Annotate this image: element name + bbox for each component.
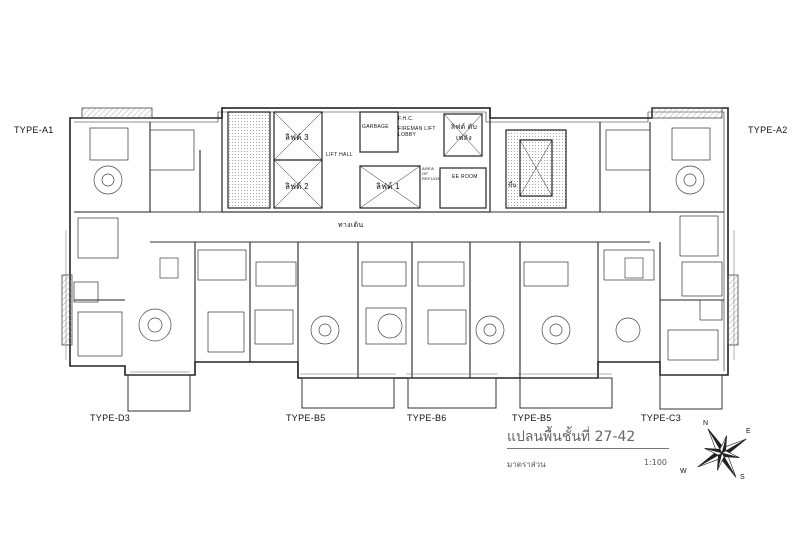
garbage-label: GARBAGE (362, 124, 389, 130)
type-a1-label: TYPE-A1 (14, 125, 54, 135)
title-divider (507, 448, 669, 449)
compass-e-label: E (746, 428, 751, 435)
beds (77, 127, 719, 361)
scale-value: 1:100 (643, 458, 667, 467)
central-core (221, 107, 567, 213)
type-d3-label: TYPE-D3 (90, 413, 131, 423)
type-b6-label: TYPE-B6 (407, 413, 447, 423)
lift-hall-label: LIFT HALL (326, 152, 353, 158)
lift-service-label: ลิฟต์ ดับเพลิง (450, 124, 478, 142)
service-rooms (73, 129, 723, 321)
compass-icon (697, 428, 747, 478)
lift-3-label: ลิฟต์ 3 (285, 133, 309, 142)
title-block: แปลนพื้นชั้นที่ 27-42 (507, 426, 667, 448)
type-b5-right-label: TYPE-B5 (512, 413, 552, 423)
ee-room-label: EE ROOM (452, 174, 478, 180)
type-a2-label: TYPE-A2 (748, 125, 788, 135)
type-b5-left-label: TYPE-B5 (286, 413, 326, 423)
plan-title: แปลนพื้นชั้นที่ (507, 429, 591, 445)
lift-2-label: ลิฟต์ 2 (285, 182, 309, 191)
corridor (150, 211, 650, 243)
area-of-refuge-label: AREA OF REFUGE (422, 166, 441, 181)
type-c3-label: TYPE-C3 (641, 413, 682, 423)
living-furniture (93, 165, 705, 345)
plan-floors: 27-42 (594, 429, 636, 445)
compass-w-label: W (680, 468, 687, 475)
scale-row: มาตราส่วน 1:100 (507, 458, 667, 471)
lift-1-label: ลิฟต์ 1 (376, 182, 400, 191)
lower-balconies (127, 374, 723, 412)
compass-n-label: N (703, 420, 709, 427)
scale-label: มาตราส่วน (507, 460, 546, 469)
building-outline (69, 107, 729, 379)
balconies (61, 107, 739, 346)
fhc-label: F.H.C. (398, 116, 414, 122)
compass-s-label: S (740, 474, 745, 481)
corridor-label: ทางเดิน (338, 222, 364, 229)
stair-up-label: ขึ้น (508, 183, 517, 189)
fireman-lobby-label: FIREMAN LIFT LOBBY (398, 126, 436, 138)
facade-windows (65, 230, 735, 375)
